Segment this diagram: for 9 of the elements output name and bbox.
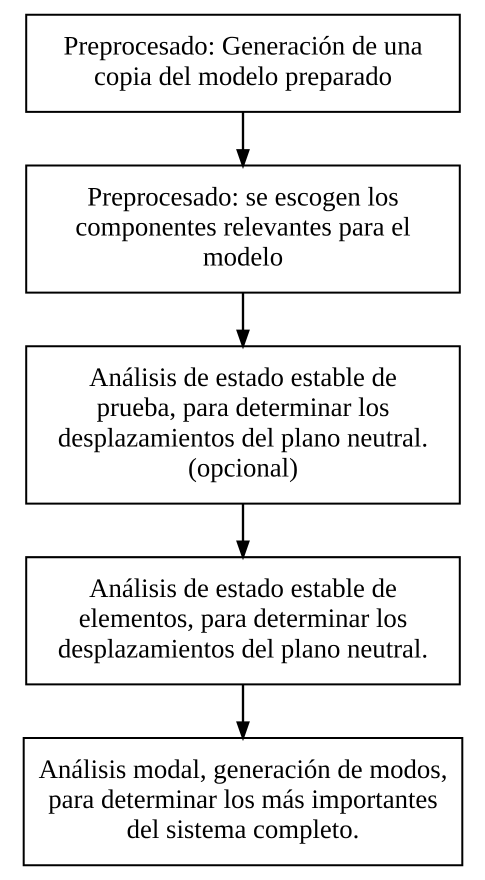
arrow (236, 112, 250, 169)
node-box: Análisis modal, generación de modos, para determinar los más importantes del sistema completo. (22, 736, 463, 866)
arrow (236, 292, 250, 350)
node-box: Análisis de estado estable de prueba, para determinar los desplazamientos del plano neutral. (opcional) (24, 345, 460, 505)
arrow (236, 504, 250, 560)
node-box: Preprocesado: se escogen los componentes relevantes para el modelo (24, 164, 460, 294)
arrow (236, 684, 250, 742)
node-box: Análisis de estado estable de elementos, para determinar los desplazamientos del plano neutral. (24, 556, 460, 686)
node-box: Preprocesado: Generación de una copia del modelo preparado (24, 14, 460, 113)
